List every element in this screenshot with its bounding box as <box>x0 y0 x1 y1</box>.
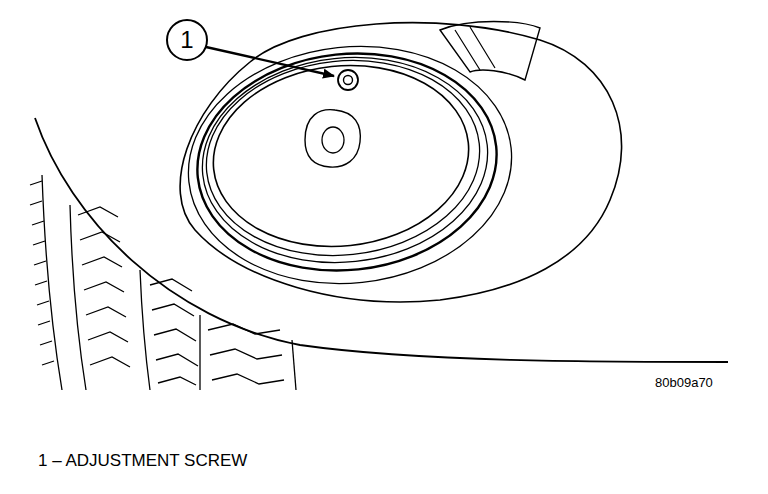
lamp-housing <box>180 23 621 302</box>
lamp-bezel <box>177 31 524 300</box>
tire-tread <box>30 175 296 390</box>
adjustment-screw <box>338 70 358 90</box>
figure-code: 80b09a70 <box>655 376 713 389</box>
callout-circle <box>167 20 207 60</box>
callout-number: 1 <box>180 28 193 52</box>
lens-center <box>305 110 360 167</box>
leader-arrow <box>206 47 334 76</box>
housing-tab <box>440 22 540 81</box>
callout-legend: 1 – ADJUSTMENT SCREW <box>38 452 247 469</box>
